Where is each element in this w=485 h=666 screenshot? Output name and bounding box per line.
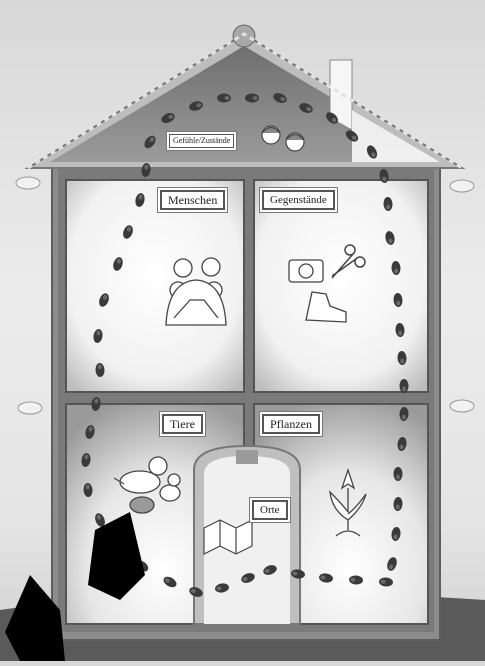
room-label-tiere: Tiere: [162, 414, 203, 434]
camera-icon: [289, 260, 323, 282]
door-keystone: [236, 450, 258, 464]
map-icon: [204, 520, 252, 554]
room-label-gegenstaende: Gegenstände: [262, 190, 335, 210]
footprint: [217, 94, 231, 103]
room-label-gefuehle: Gefühle/Zustände: [169, 134, 234, 148]
footprint: [394, 467, 403, 481]
room-label-menschen: Menschen: [160, 190, 225, 210]
footprint: [400, 379, 409, 393]
room-label-orte: Orte: [252, 500, 288, 520]
room-label-pflanzen: Pflanzen: [262, 414, 320, 434]
footprint: [245, 94, 259, 103]
roof-knob: [233, 25, 255, 47]
